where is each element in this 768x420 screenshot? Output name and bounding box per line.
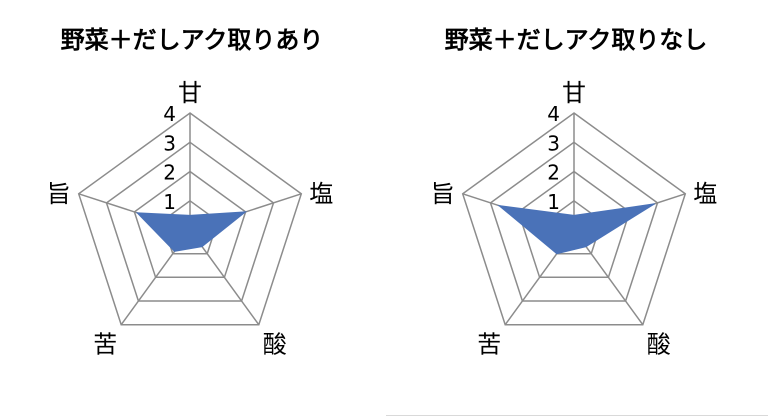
grid-ring-3: [489, 141, 659, 302]
grid-ring-4: [77, 112, 303, 326]
chart-title: 野菜＋だしアク取りあり: [60, 26, 324, 54]
axis-label: 酸: [647, 331, 671, 359]
axis-label: 塩: [309, 180, 333, 208]
series-area: [135, 211, 248, 252]
tick-label: 1: [163, 190, 176, 214]
tick-label: 2: [547, 161, 560, 185]
axis-label: 甘: [562, 79, 586, 107]
tick-label: 2: [163, 161, 176, 185]
divider-line: [386, 415, 768, 416]
axis-label: 苦: [477, 331, 501, 359]
grid-ring-2: [133, 170, 247, 279]
tick-label: 4: [163, 102, 176, 126]
axis-label: 旨: [47, 180, 71, 208]
axis-label: 甘: [178, 79, 202, 107]
chart-title: 野菜＋だしアク取りなし: [444, 26, 708, 54]
axis-label: 旨: [431, 180, 455, 208]
axis-label: 酸: [263, 331, 287, 359]
series-area: [497, 203, 655, 255]
tick-label: 4: [547, 102, 560, 126]
grid-ring-3: [105, 141, 275, 302]
grid-ring-2: [517, 170, 631, 279]
tick-label: 3: [547, 131, 560, 155]
grid-ring-4: [461, 112, 687, 326]
axis-label: 塩: [693, 180, 717, 208]
tick-label: 1: [547, 190, 560, 214]
tick-label: 3: [163, 131, 176, 155]
axis-label: 苦: [93, 331, 117, 359]
